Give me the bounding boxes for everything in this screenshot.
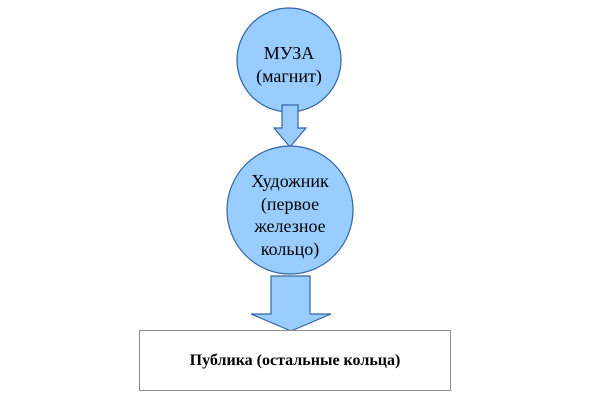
artist-node-circle <box>226 145 354 275</box>
artist-subtitle-line-1: (первое <box>260 193 320 214</box>
muse-node-label: МУЗА (магнит) <box>232 42 346 87</box>
muse-title: МУЗА <box>263 43 315 63</box>
public-box: Публика (остальные кольца) <box>139 330 451 391</box>
muse-subtitle: (магнит) <box>256 65 322 86</box>
artist-subtitle-line-3: кольцо) <box>260 238 320 259</box>
arrow-artist-to-public <box>250 275 332 332</box>
artist-subtitle-line-2: железное <box>254 216 326 236</box>
artist-title: Художник <box>251 171 329 191</box>
arrow-muse-to-artist <box>272 104 308 148</box>
artist-node-label: Художник (первое железное кольцо) <box>228 170 352 260</box>
public-label: Публика (остальные кольца) <box>189 351 401 369</box>
